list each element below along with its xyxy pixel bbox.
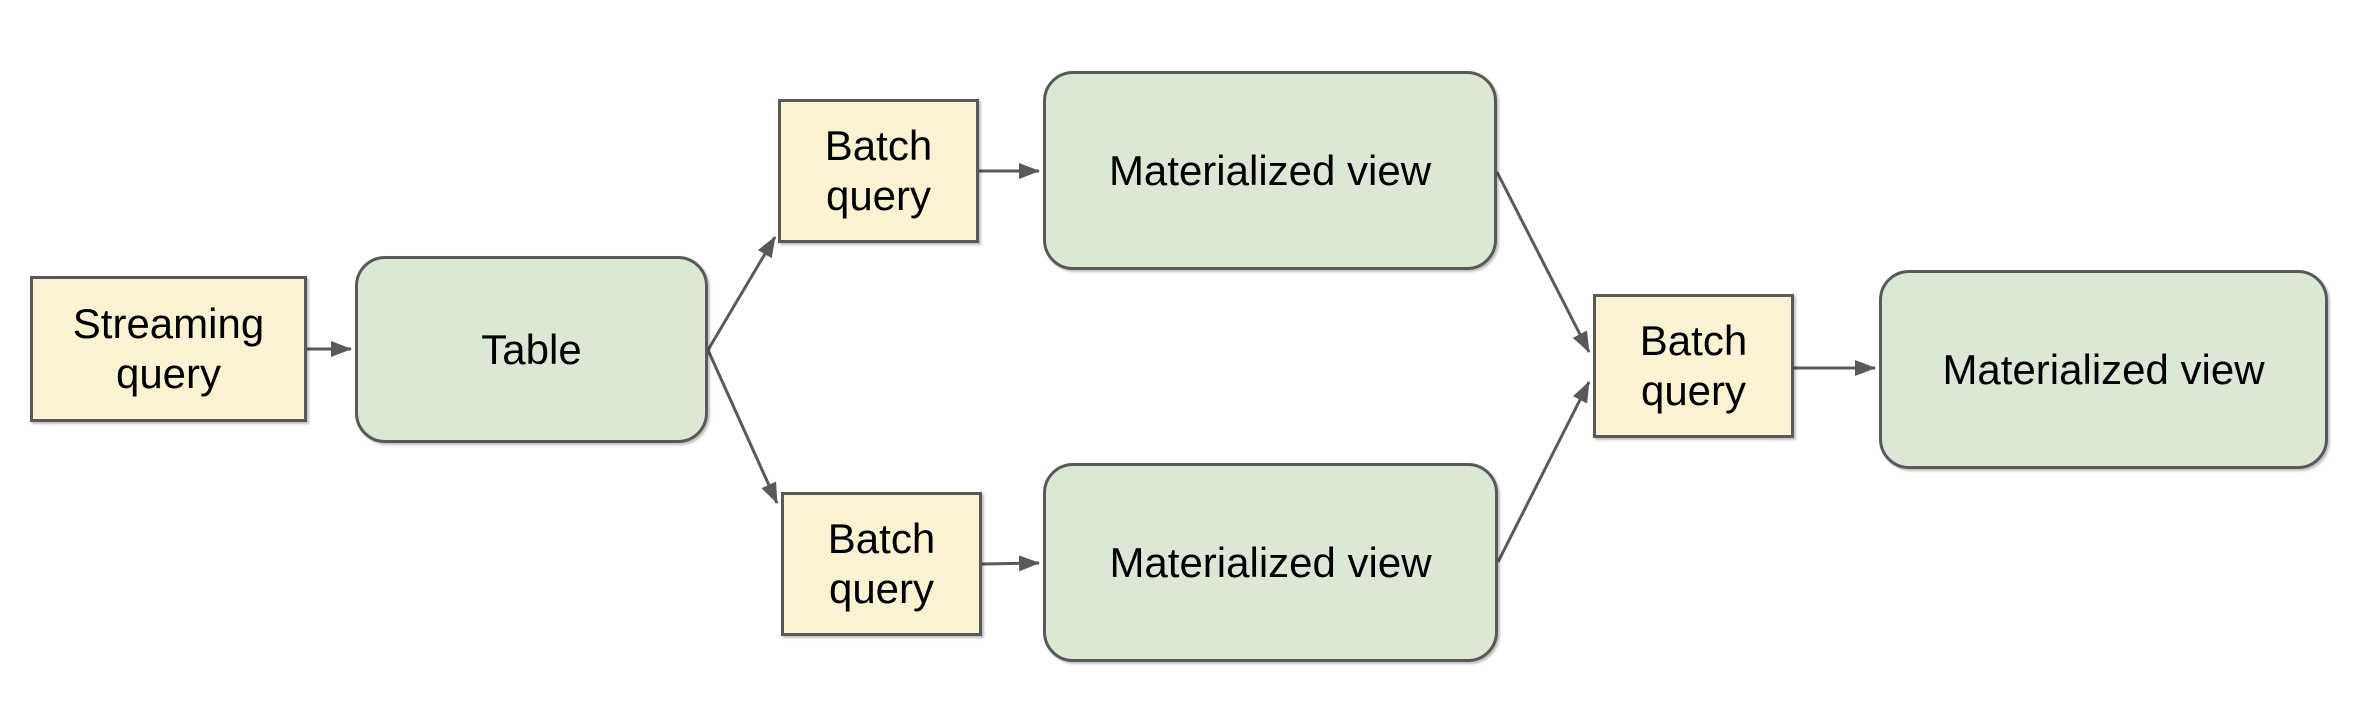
streaming-query-label: Streaming query [72,300,265,397]
materialized-view-bottom-node: Materialized view [1043,463,1498,662]
table-label: Table [481,325,582,373]
batch-query-right-node: Batch query [1593,294,1794,438]
materialized-view-right-label: Materialized view [1942,345,2265,393]
edge-mv-bottom-to-batch-query-right [1496,381,1591,563]
edge-table-to-batch-query-top [706,236,777,351]
materialized-view-top-label: Materialized view [1108,146,1432,194]
streaming-query-node: Streaming query [30,276,307,422]
edge-batch-query-bottom-to-mv-bottom [981,555,1040,572]
batch-query-top-node: Batch query [778,99,979,243]
materialized-view-top-node: Materialized view [1043,71,1497,270]
materialized-view-right-node: Materialized view [1879,270,2328,469]
table-node: Table [355,256,708,443]
edge-mv-top-to-batch-query-right [1495,171,1591,353]
batch-query-bottom-label: Batch query [827,515,936,612]
batch-query-right-label: Batch query [1639,317,1748,414]
batch-query-top-label: Batch query [824,122,933,219]
edge-table-to-batch-query-bottom [706,349,779,504]
materialized-view-bottom-label: Materialized view [1109,538,1432,586]
batch-query-bottom-node: Batch query [781,492,982,636]
